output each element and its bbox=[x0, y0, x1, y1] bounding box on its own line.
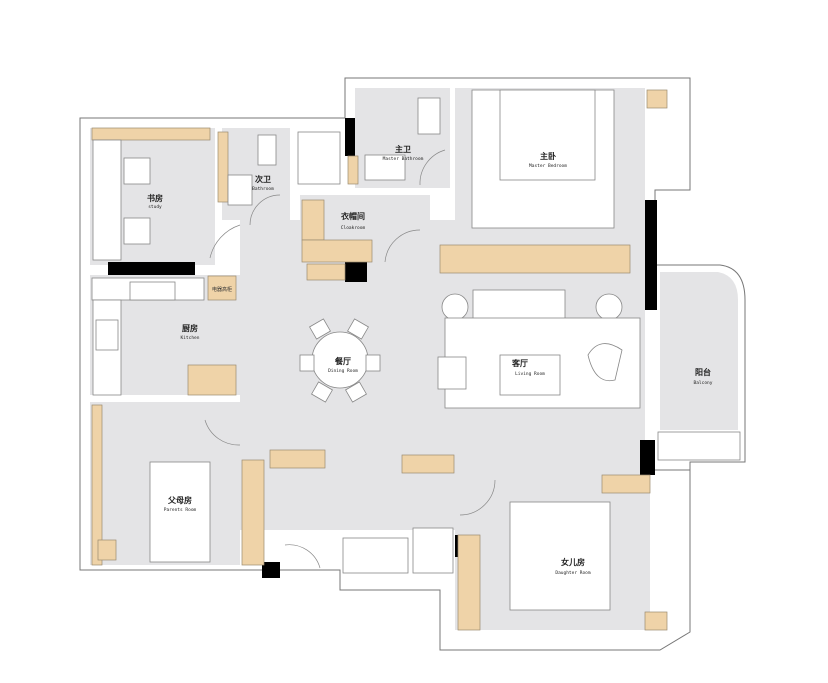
cabinets bbox=[91, 89, 668, 631]
bathroom-label-en: Bathroom bbox=[252, 186, 274, 192]
master-bedroom-label: 主卧 bbox=[540, 151, 556, 161]
structural-columns bbox=[108, 118, 657, 578]
room-labels: 书房 study 次卫 Bathroom 主卫 Master Bathroom … bbox=[147, 144, 713, 576]
master-bedroom-label-en: Master Bedroom bbox=[529, 163, 567, 169]
study-label: 书房 bbox=[147, 193, 163, 203]
dining-label-en: Dining Room bbox=[328, 368, 358, 374]
parents-room-label-en: Parents Room bbox=[164, 507, 197, 513]
daughter-room-label-en: Daughter Room bbox=[555, 570, 591, 576]
cloakroom-label-en: Cloakroom bbox=[341, 225, 366, 231]
living-label: 客厅 bbox=[511, 358, 528, 368]
bathroom-label: 次卫 bbox=[255, 174, 271, 184]
master-bathroom-label-en: Master Bathroom bbox=[383, 156, 424, 162]
parents-room-label: 父母房 bbox=[167, 495, 192, 505]
door-swings bbox=[204, 149, 496, 569]
balcony-label: 阳台 bbox=[695, 367, 711, 377]
cloakroom-label: 衣帽间 bbox=[341, 211, 365, 221]
balcony-label-en: Balcony bbox=[694, 380, 713, 386]
daughter-room-label: 女儿房 bbox=[561, 557, 585, 567]
kitchen-label: 厨房 bbox=[182, 323, 198, 333]
appliance-cabinet-label: 电器高柜 bbox=[212, 286, 232, 293]
furniture bbox=[91, 89, 741, 611]
dining-label: 餐厅 bbox=[334, 356, 351, 366]
kitchen-label-en: Kitchen bbox=[181, 335, 200, 341]
master-bathroom-label: 主卫 bbox=[395, 144, 411, 154]
living-label-en: Living Room bbox=[515, 371, 545, 377]
study-label-en: study bbox=[148, 204, 162, 210]
